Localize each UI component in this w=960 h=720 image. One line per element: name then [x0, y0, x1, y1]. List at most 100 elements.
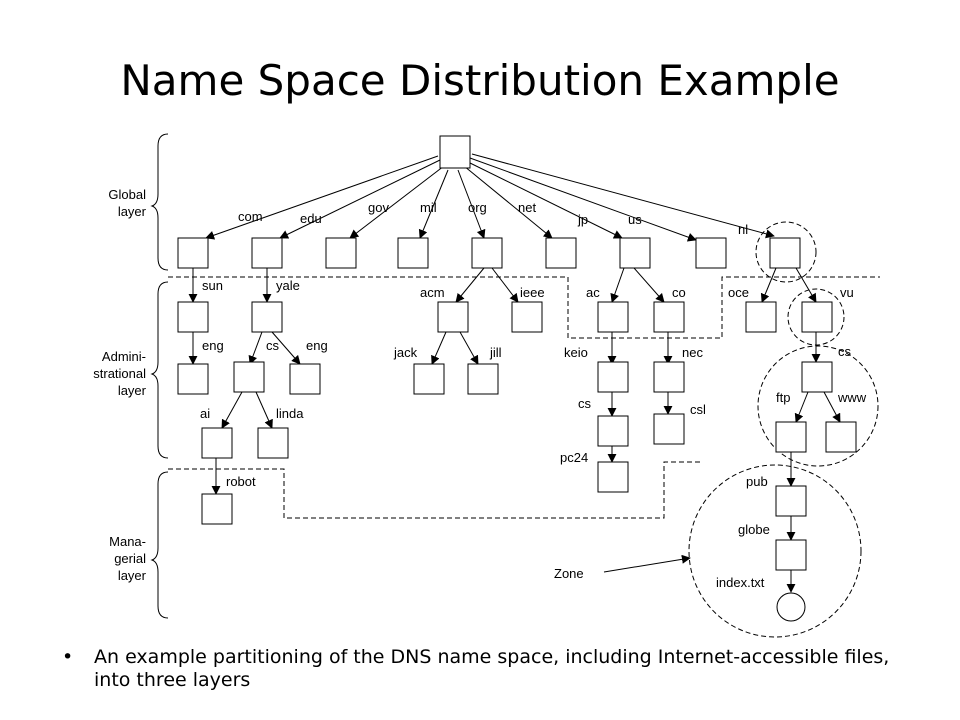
node-mil [397, 237, 429, 269]
label-keio: keio [564, 345, 588, 360]
label-nec: nec [682, 345, 703, 360]
label-sun: sun [202, 278, 223, 293]
node-vu [801, 301, 833, 333]
node-nl [769, 237, 801, 269]
edge-root-org [457, 169, 486, 239]
edge-cs-linda [255, 391, 273, 429]
node-linda [257, 427, 289, 459]
label-globe: globe [738, 522, 770, 537]
edge-root-mil [418, 169, 449, 239]
zone-circle-cs-vu [757, 345, 879, 467]
label-us: us [628, 212, 642, 227]
label-eng-sun: eng [202, 338, 224, 353]
label-oce: oce [728, 285, 749, 300]
label-index-txt: index.txt [716, 575, 765, 590]
label-vu: vu [840, 285, 854, 300]
edge-cs-www [823, 391, 841, 423]
node-eng-yale [289, 363, 321, 395]
edge-jp-ac [610, 267, 625, 303]
label-nl: nl [738, 222, 748, 237]
node-jill [467, 363, 499, 395]
node-robot [201, 493, 233, 525]
zone-circle-managerial [688, 464, 862, 638]
edge-org-ieee [491, 267, 519, 303]
node-jp [619, 237, 651, 269]
node-cs-keio [597, 415, 629, 447]
node-oce [745, 301, 777, 333]
node-net [545, 237, 577, 269]
edge-root-gov [349, 165, 445, 239]
label-www: www [837, 390, 867, 405]
node-ai [201, 427, 233, 459]
boundary-admin-managerial [168, 461, 700, 519]
edge-jp-co [633, 267, 665, 303]
brace-administrational [150, 281, 169, 459]
node-yale [251, 301, 283, 333]
edge-acm-jack [431, 331, 447, 365]
brace-managerial [150, 471, 169, 619]
node-cs-vu [801, 361, 833, 393]
edge-root-edu [279, 159, 441, 239]
layer-label-global-1: Global [108, 187, 146, 202]
label-ac: ac [586, 285, 600, 300]
label-acm: acm [420, 285, 445, 300]
label-cs-vu: cs [838, 344, 852, 359]
label-linda: linda [276, 406, 304, 421]
node-globe [775, 539, 807, 571]
node-root [439, 135, 471, 169]
node-ieee [511, 301, 543, 333]
edge-zone-pointer [603, 554, 691, 573]
edge-org-acm [455, 267, 485, 303]
node-keio [597, 361, 629, 393]
zone-circle-nl [755, 221, 817, 283]
caption-text: An example partitioning of the DNS name … [94, 646, 890, 691]
edge-yale-cs [248, 331, 263, 365]
label-jp: jp [577, 212, 588, 227]
edge-root-com [205, 155, 439, 240]
label-robot: robot [226, 474, 256, 489]
node-index-txt [776, 592, 806, 622]
node-co [653, 301, 685, 333]
label-edu: edu [300, 211, 322, 226]
edge-root-jp [467, 161, 623, 239]
label-com: com [238, 209, 263, 224]
label-cs-yale: cs [266, 338, 280, 353]
label-jill: jill [489, 345, 502, 360]
slide-title: Name Space Distribution Example [120, 56, 840, 105]
layer-label-managerial-2: gerial [114, 551, 146, 566]
label-ai: ai [200, 406, 210, 421]
node-www [825, 421, 857, 453]
node-ac [597, 301, 629, 333]
layer-label-admin-1: Admini- [102, 349, 146, 364]
edge-root-us [469, 157, 697, 242]
label-jack: jack [393, 345, 418, 360]
node-pub [775, 485, 807, 517]
node-us [695, 237, 727, 269]
label-net: net [518, 200, 536, 215]
layer-label-managerial-3: layer [118, 568, 147, 583]
caption-bullet: • [62, 646, 74, 668]
label-gov: gov [368, 200, 389, 215]
edge-cs-ftp [794, 391, 809, 423]
node-eng-sun [177, 363, 209, 395]
node-edu [251, 237, 283, 269]
label-cs-keio: cs [578, 396, 592, 411]
layer-label-admin-3: layer [118, 383, 147, 398]
label-co: co [672, 285, 686, 300]
label-ieee: ieee [520, 285, 545, 300]
edge-yale-eng [271, 331, 301, 365]
label-eng-yale: eng [306, 338, 328, 353]
layer-label-managerial-1: Mana- [109, 534, 146, 549]
label-mil: mil [420, 200, 437, 215]
label-zone: Zone [554, 566, 584, 581]
node-com [177, 237, 209, 269]
edge-nl-vu [795, 267, 817, 303]
layer-label-admin-2: strational [93, 366, 146, 381]
node-nec [653, 361, 685, 393]
edge-acm-jill [459, 331, 479, 365]
label-pub: pub [746, 474, 768, 489]
label-pc24: pc24 [560, 450, 588, 465]
label-ftp: ftp [776, 390, 790, 405]
node-pc24 [597, 461, 629, 493]
